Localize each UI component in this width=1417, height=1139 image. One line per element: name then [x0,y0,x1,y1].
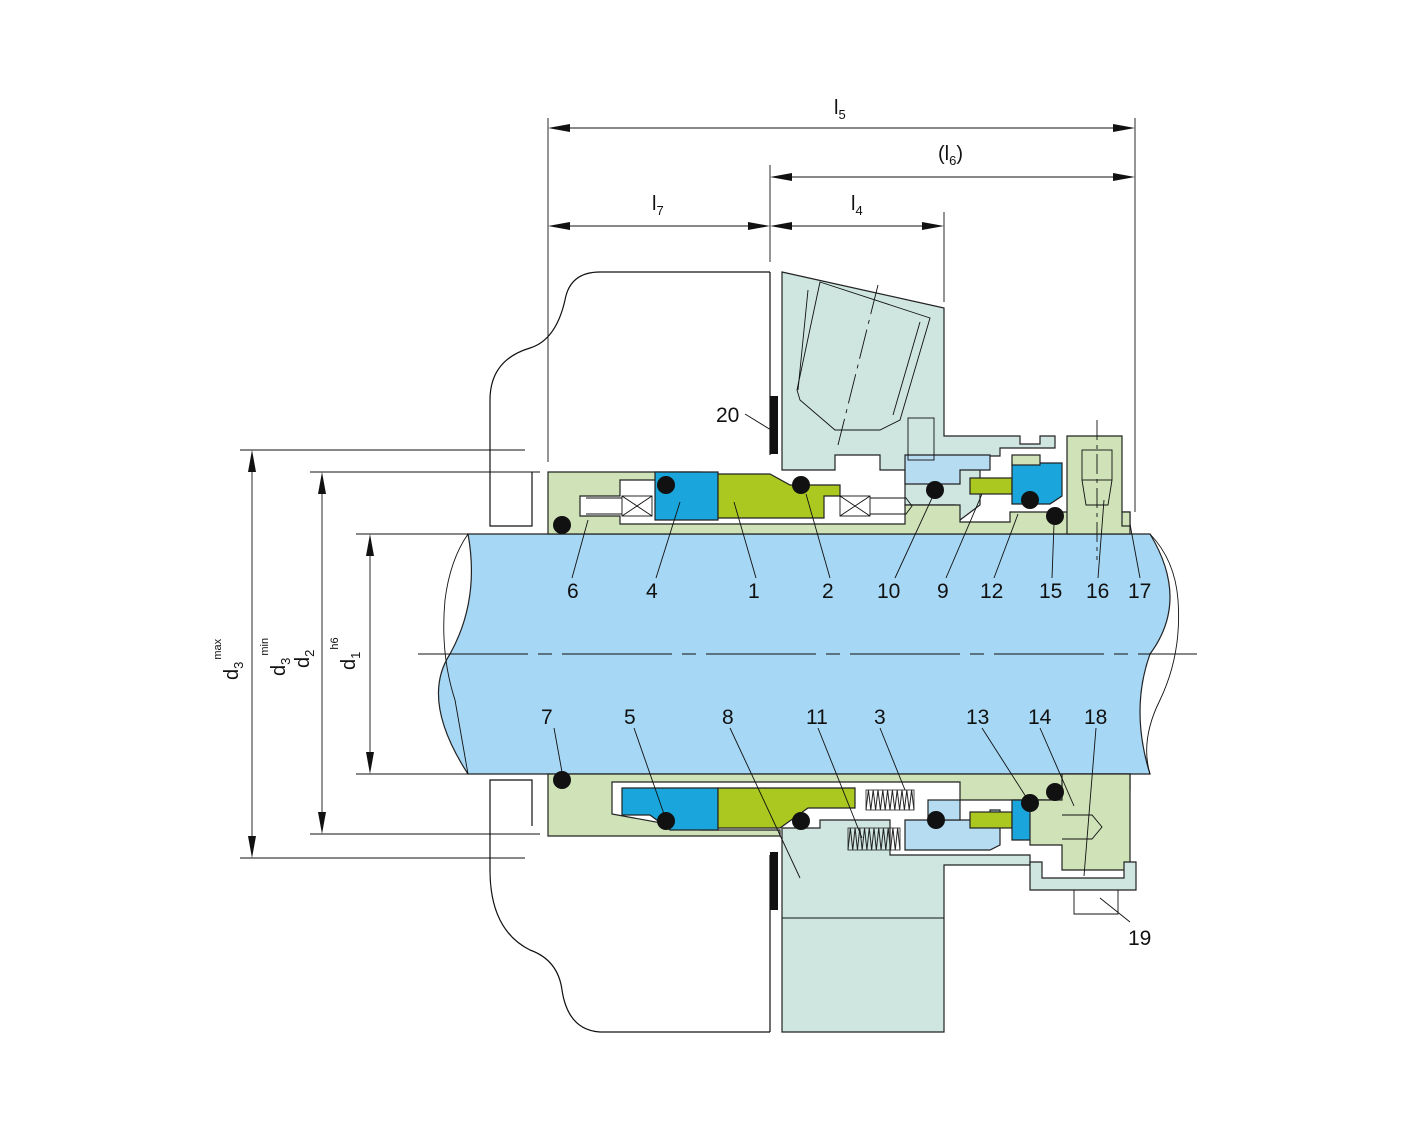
spring-coil [865,789,915,811]
o-ring-8 [792,812,810,830]
gland-lower [781,819,1031,1033]
dimension-lines [240,118,1136,859]
part-label: 16 [1086,580,1109,603]
part-label: 1 [748,580,760,603]
shaft-break-right [1146,533,1180,775]
anti-rotation-pin-upper-right [839,495,913,517]
screw-18 [1062,814,1103,840]
dim-d3max: d3max [212,638,246,680]
dim-d3min: d3min [259,638,293,676]
bolt-hole-edge-2 [892,321,921,416]
dim-l7: l7 [652,193,664,218]
spring-outline [865,789,915,811]
spring-11 [847,827,901,851]
o-ring-5 [657,812,675,830]
part-label: 5 [624,706,636,729]
part-labels: 20 6 4 1 2 10 9 12 15 16 17 7 5 8 11 3 1… [541,404,1151,950]
part-label: 6 [567,580,579,603]
o-ring-13 [1021,794,1039,812]
part-label: 10 [877,580,900,603]
part-label: 8 [722,706,734,729]
o-ring-6 [553,516,571,534]
part-label: 11 [806,706,828,729]
clamp-19 [1029,861,1137,891]
o-ring-4 [657,476,675,494]
bolt-hole-edge [797,289,809,391]
part-label: 17 [1128,580,1151,603]
part-label: 13 [966,706,989,729]
casing-lower-outline [489,779,770,1033]
set-screw-thread [1081,479,1113,506]
dim-d1: d1h6 [329,637,363,670]
screw-19 [1073,890,1119,915]
o-ring-14 [1046,783,1064,801]
gland-bolt-hole [796,281,931,431]
seal-face-13 [969,811,1013,829]
part-label: 20 [716,404,739,427]
seal-face-8 [717,787,856,829]
retainer-slot [907,417,935,461]
casing-upper-outline [489,271,770,527]
retainer-ring-upper [904,454,991,485]
dim-l5: l5 [834,97,846,122]
part-label: 9 [937,580,949,603]
anti-rotation-pin-upper-left [586,495,653,517]
o-ring-2 [792,476,810,494]
part-label: 14 [1028,706,1052,729]
part-label: 4 [646,580,658,603]
part-label: 3 [874,706,886,729]
o-ring-10 [926,481,944,499]
part-label: 7 [541,706,553,729]
part-label: 18 [1084,706,1107,729]
clip-17 [1121,511,1131,527]
bolt-hole-axis [837,284,879,446]
spring-outline [847,827,901,851]
o-ring-12 [1021,491,1039,509]
dim-l6: (l6) [938,143,963,168]
part-label: 2 [822,580,834,603]
leader-lines [553,413,1141,923]
o-ring-7 [553,771,571,789]
gasket-20-lower [770,852,778,910]
part-label: 12 [980,580,1003,603]
shaft-break-left [443,533,469,775]
o-ring-3 [927,811,945,829]
part-label: 15 [1039,580,1062,603]
o-ring-15 [1046,507,1064,525]
seal-face-9 [969,477,1013,495]
dim-d2: d2 [292,650,317,668]
part-label: 19 [1128,927,1151,950]
dim-l4: l4 [851,193,863,218]
spring-3 [865,789,915,811]
gasket-20-upper [770,396,778,454]
seat-12-holder [1011,454,1041,466]
drive-collar-16-upper [1066,435,1131,535]
